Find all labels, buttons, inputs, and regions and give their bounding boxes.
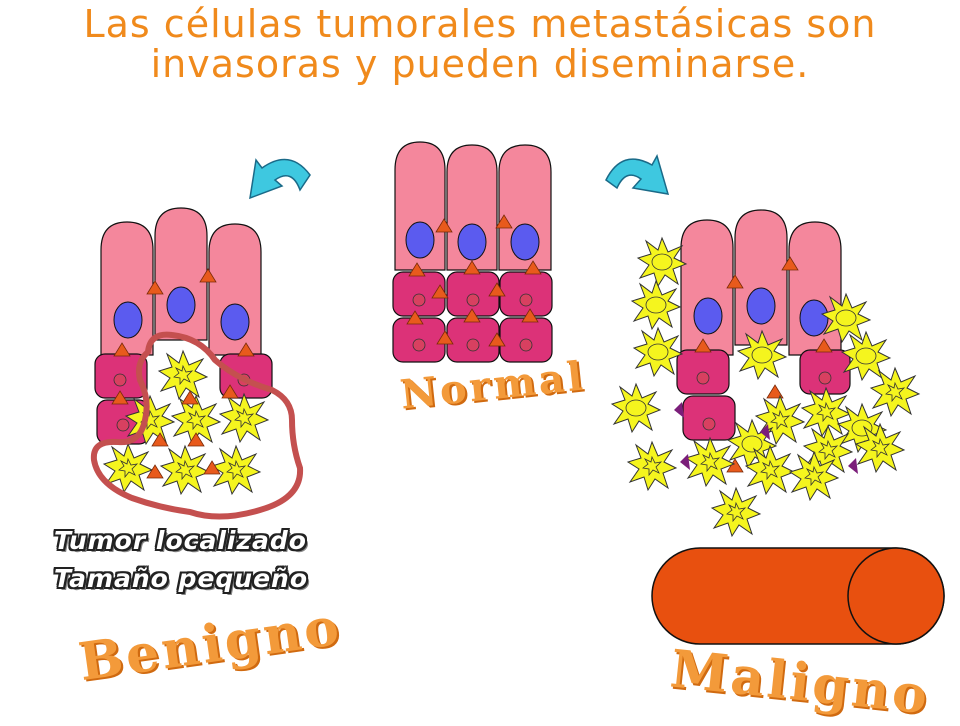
page-title: Las células tumorales metastásicas son i… bbox=[0, 4, 960, 84]
curved-arrow-right bbox=[605, 154, 670, 195]
malignant-tissue bbox=[611, 209, 945, 645]
title-line-2: invasoras y pueden diseminarse. bbox=[150, 42, 810, 86]
benign-desc-line-2: Tamaño pequeño bbox=[54, 564, 309, 593]
curved-arrow-left bbox=[249, 158, 311, 200]
benign-desc-line-1: Tumor localizado bbox=[54, 526, 307, 555]
title-line-1: Las células tumorales metastásicas son bbox=[83, 2, 877, 46]
normal-tissue bbox=[392, 141, 553, 363]
benign-tissue bbox=[90, 207, 304, 520]
